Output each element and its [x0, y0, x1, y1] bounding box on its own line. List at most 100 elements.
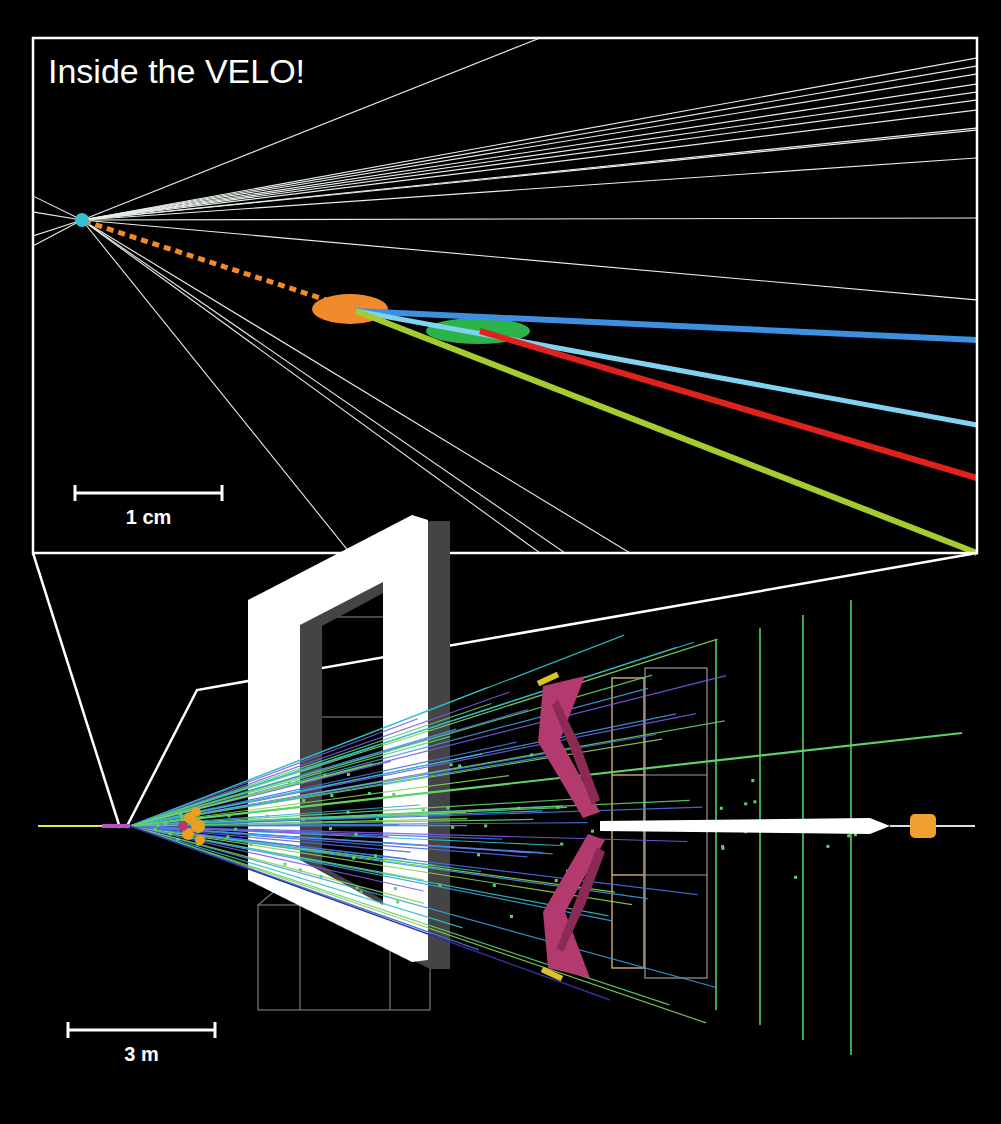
track — [130, 704, 491, 827]
hit — [176, 838, 179, 841]
track — [82, 110, 976, 220]
hit — [556, 806, 559, 809]
hit — [320, 875, 323, 878]
velo — [102, 824, 130, 828]
hit — [591, 830, 594, 833]
hit — [484, 824, 487, 827]
inset-title: Inside the VELO! — [48, 52, 305, 91]
track — [82, 74, 976, 220]
track — [82, 218, 976, 220]
track — [82, 100, 976, 220]
track — [130, 692, 510, 826]
hit — [288, 782, 291, 785]
hit — [826, 845, 829, 848]
hit — [368, 792, 371, 795]
hit — [179, 812, 182, 815]
hit — [154, 828, 157, 831]
track — [130, 642, 694, 826]
hit — [347, 811, 350, 814]
hit — [447, 807, 450, 810]
track — [82, 220, 565, 552]
track — [82, 128, 976, 220]
hit — [181, 816, 184, 819]
track — [130, 826, 698, 895]
hit — [744, 802, 747, 805]
track — [82, 92, 976, 220]
hit — [388, 814, 391, 817]
hit — [169, 832, 172, 835]
track — [130, 826, 411, 852]
hit — [329, 827, 332, 830]
hit — [422, 809, 425, 812]
hit — [323, 774, 326, 777]
track — [130, 826, 609, 916]
hit — [266, 815, 269, 818]
track — [130, 805, 420, 826]
track — [130, 826, 424, 891]
track — [130, 721, 725, 826]
track — [82, 84, 976, 220]
scale-bar — [75, 485, 222, 501]
hit — [439, 884, 442, 887]
hit — [354, 833, 357, 836]
hit — [157, 824, 160, 827]
hit — [450, 763, 453, 766]
track — [130, 826, 615, 892]
track — [130, 676, 726, 826]
hit — [517, 807, 520, 810]
track — [34, 212, 82, 220]
scale-label: 3 m — [124, 1043, 158, 1066]
rich2-mirrors — [537, 672, 605, 982]
hit — [847, 834, 850, 837]
hit — [376, 818, 379, 821]
hit — [360, 891, 363, 894]
hit — [458, 764, 461, 767]
track — [130, 755, 555, 826]
hit — [330, 794, 333, 797]
hit — [284, 863, 287, 866]
scale-bar — [68, 1022, 215, 1038]
track — [130, 826, 717, 988]
hit — [560, 843, 563, 846]
beam-pipe — [600, 818, 890, 834]
hit — [493, 884, 496, 887]
hit — [392, 793, 395, 796]
hit — [356, 887, 359, 890]
hit — [249, 843, 252, 846]
hit — [302, 818, 305, 821]
track — [130, 826, 670, 1005]
track — [34, 196, 82, 220]
track — [130, 826, 706, 1023]
hit — [299, 868, 302, 871]
velo-tracks — [34, 39, 976, 552]
track — [130, 826, 610, 1000]
hit — [352, 857, 355, 860]
rich1 — [178, 807, 205, 845]
track — [82, 130, 976, 220]
inset-frame — [33, 38, 977, 553]
hit — [510, 915, 513, 918]
track — [130, 742, 517, 826]
hit — [477, 853, 480, 856]
hit — [374, 854, 377, 857]
hit — [164, 823, 167, 826]
track — [34, 220, 82, 246]
track — [130, 776, 509, 826]
hit — [751, 779, 754, 782]
tracks — [130, 635, 962, 1023]
track — [130, 675, 652, 826]
hit — [228, 814, 231, 817]
hit — [794, 876, 797, 879]
hit — [753, 800, 756, 803]
hit — [451, 826, 454, 829]
decay-chain — [75, 213, 977, 553]
hit — [530, 753, 533, 756]
hit — [555, 879, 558, 882]
track — [34, 220, 82, 236]
track — [130, 826, 424, 903]
scale-label: 1 cm — [126, 506, 172, 529]
hit — [226, 835, 229, 838]
hit — [394, 887, 397, 890]
hit — [396, 900, 399, 903]
